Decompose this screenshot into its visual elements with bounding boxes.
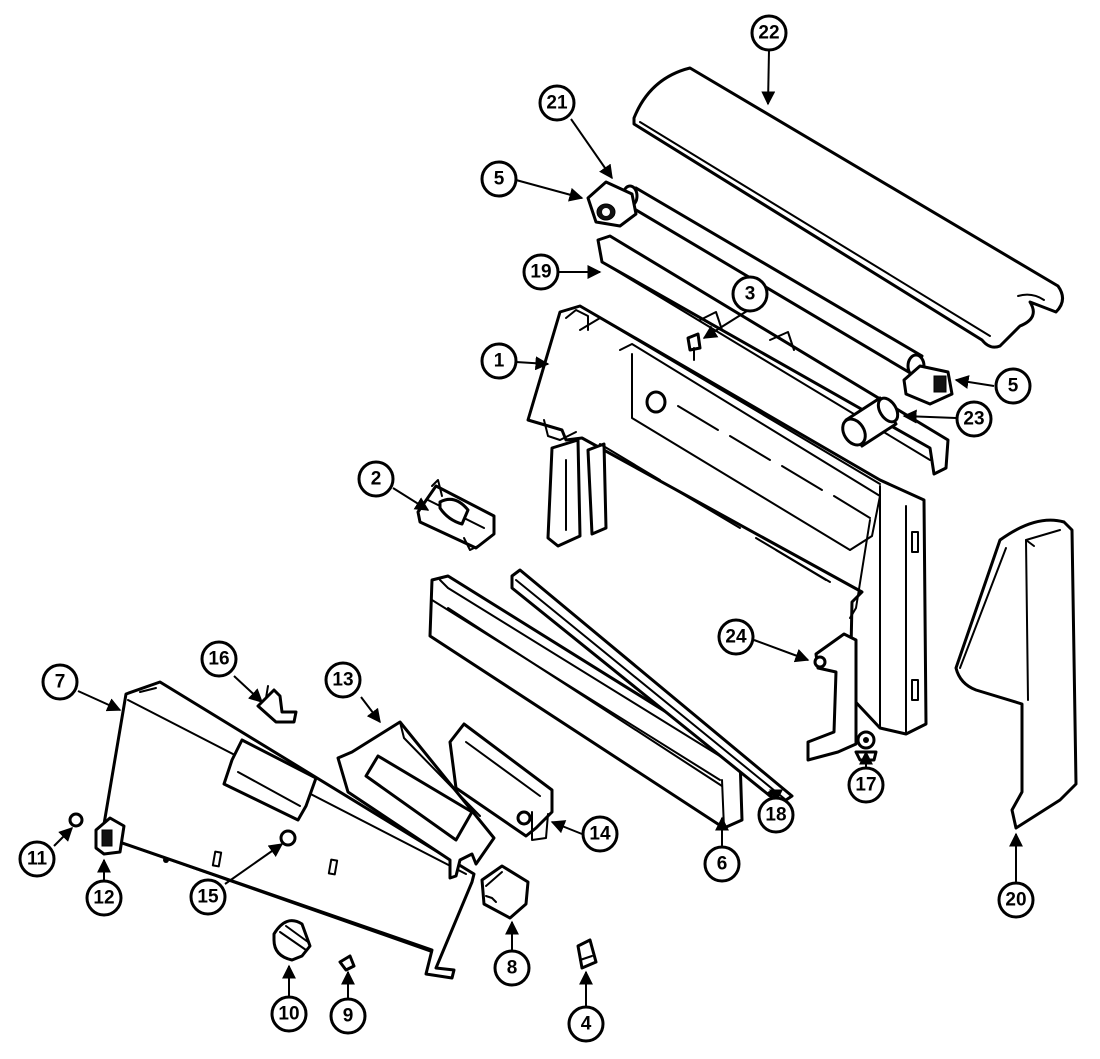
callout-19: 19 [522, 253, 560, 291]
callout-22-label: 22 [758, 23, 779, 44]
callout-4-label: 4 [581, 1014, 592, 1035]
callout-7-label: 7 [55, 672, 66, 693]
callout-14: 14 [581, 815, 619, 853]
callout-6: 6 [703, 845, 741, 883]
callout-17: 17 [847, 766, 885, 804]
callout-10-label: 10 [278, 1004, 299, 1025]
callout-5-lower-label: 5 [1008, 376, 1019, 397]
callout-12-label: 12 [93, 888, 114, 909]
callout-4: 4 [567, 1005, 605, 1043]
callout-20: 20 [997, 881, 1035, 919]
callout-13: 13 [324, 661, 362, 699]
end-cap-upper-part [586, 180, 638, 228]
callout-23: 23 [955, 400, 993, 438]
callout-18-label: 18 [765, 805, 786, 826]
end-cap-lower-part [902, 364, 954, 406]
callout-2: 2 [357, 460, 395, 498]
side-bracket-part [806, 632, 858, 762]
callout-1-label: 1 [494, 351, 505, 372]
transformer-part [416, 479, 496, 551]
callout-15: 15 [189, 878, 227, 916]
callout-12: 12 [85, 879, 123, 917]
callout-11-label: 11 [27, 849, 48, 870]
screw-part [686, 332, 702, 361]
callout-3: 3 [731, 275, 769, 313]
callout-8-label: 8 [507, 958, 518, 979]
callout-21-label: 21 [546, 93, 568, 114]
callout-13-label: 13 [332, 670, 353, 691]
top-trim-cap-part [632, 66, 1064, 349]
leader-lines [53, 49, 1023, 1006]
callout-7: 7 [41, 663, 79, 701]
callout-21: 21 [538, 84, 576, 122]
side-end-panel-part [954, 518, 1078, 830]
callout-10: 10 [270, 995, 308, 1033]
callout-16-label: 16 [208, 649, 229, 670]
small-clip-part [576, 938, 598, 970]
callout-16: 16 [200, 640, 238, 678]
callout-2-label: 2 [371, 469, 382, 490]
callout-15-label: 15 [197, 887, 219, 908]
callout-5-lower: 5 [994, 367, 1032, 405]
callout-9: 9 [329, 997, 367, 1035]
callout-19-label: 19 [530, 262, 551, 283]
callout-9-label: 9 [343, 1006, 354, 1027]
bezel-overlay-part [336, 720, 496, 880]
panel-clip-part [256, 685, 298, 724]
control-knob-part [272, 919, 312, 962]
main-backguard-panel-part [526, 304, 928, 736]
callout-20-label: 20 [1005, 890, 1026, 911]
callout-23-label: 23 [963, 409, 984, 430]
control-panel-part [100, 646, 476, 980]
callout-1: 1 [480, 342, 518, 380]
callout-5-upper: 5 [480, 160, 518, 198]
long-channel-part [428, 574, 744, 830]
switch-block-part [480, 864, 530, 920]
callout-14-label: 14 [589, 824, 611, 845]
callout-22: 22 [750, 14, 788, 52]
small-screw-part [68, 812, 84, 828]
clock-timer-part [448, 722, 554, 841]
callout-24-label: 24 [725, 627, 747, 648]
callout-18: 18 [757, 796, 795, 834]
callout-3-label: 3 [745, 284, 756, 305]
callout-17-label: 17 [855, 775, 876, 796]
callout-5-upper-label: 5 [494, 169, 505, 190]
cylinder-part [841, 396, 900, 448]
small-pointer-part [338, 954, 356, 972]
callout-24: 24 [717, 618, 755, 656]
callout-11: 11 [18, 840, 56, 878]
callout-6-label: 6 [717, 854, 728, 875]
callout-8: 8 [493, 949, 531, 987]
rocker-switch-part [94, 816, 126, 856]
